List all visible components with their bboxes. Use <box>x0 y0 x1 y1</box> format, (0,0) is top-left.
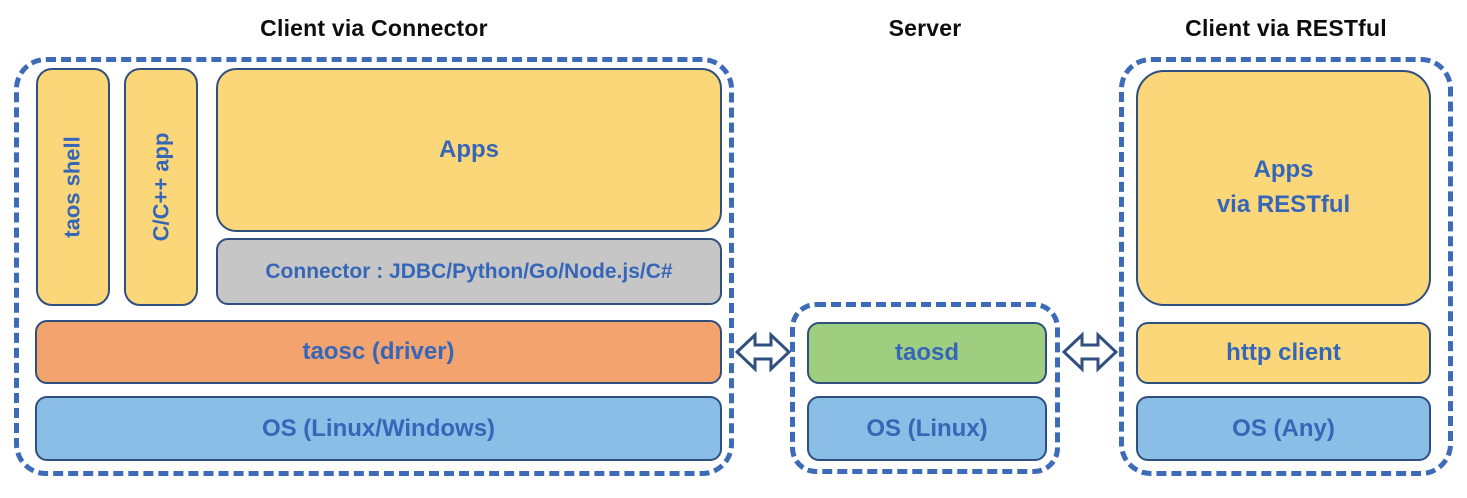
apps-via-restful-label: Apps via RESTful <box>1216 156 1351 218</box>
apps-box: Apps <box>216 68 722 232</box>
section-title-client-via-connector: Client via Connector <box>260 15 488 41</box>
http-client-label: http client <box>1226 339 1341 366</box>
os-linux-box: OS (Linux) <box>807 396 1047 461</box>
cpp-app-label: C/C++ app <box>148 132 173 242</box>
client-via-restful-group: Apps via RESTful http client OS (Any) <box>1119 57 1453 476</box>
client-via-connector-group: taos shell C/C++ app Apps Connector : JD… <box>14 57 734 476</box>
taosd-box: taosd <box>807 322 1047 384</box>
apps-via-restful-box: Apps via RESTful <box>1136 70 1431 306</box>
taos-shell-label: taos shell <box>60 136 86 238</box>
taosd-label: taosd <box>894 339 959 366</box>
bidirectional-arrow-icon <box>735 331 791 373</box>
os-linux-windows-box: OS (Linux/Windows) <box>35 396 722 461</box>
apps-label: Apps <box>439 136 499 163</box>
section-title-client-via-restful: Client via RESTful <box>1185 15 1387 41</box>
os-linux-windows-label: OS (Linux/Windows) <box>261 414 496 442</box>
os-any-label: OS (Any) <box>1232 414 1335 442</box>
bidirectional-arrow-icon <box>1062 331 1118 373</box>
server-group: taosd OS (Linux) <box>790 302 1060 474</box>
cpp-app-box: C/C++ app <box>124 68 198 306</box>
connector-label: Connector : JDBC/Python/Go/Node.js/C# <box>265 259 673 283</box>
os-any-box: OS (Any) <box>1136 396 1431 461</box>
http-client-box: http client <box>1136 322 1431 384</box>
taosc-driver-box: taosc (driver) <box>35 320 722 384</box>
os-linux-label: OS (Linux) <box>866 414 988 442</box>
taosc-driver-label: taosc (driver) <box>302 338 455 365</box>
connector-box: Connector : JDBC/Python/Go/Node.js/C# <box>216 238 722 305</box>
section-title-server: Server <box>888 15 962 41</box>
taos-shell-box: taos shell <box>36 68 110 306</box>
